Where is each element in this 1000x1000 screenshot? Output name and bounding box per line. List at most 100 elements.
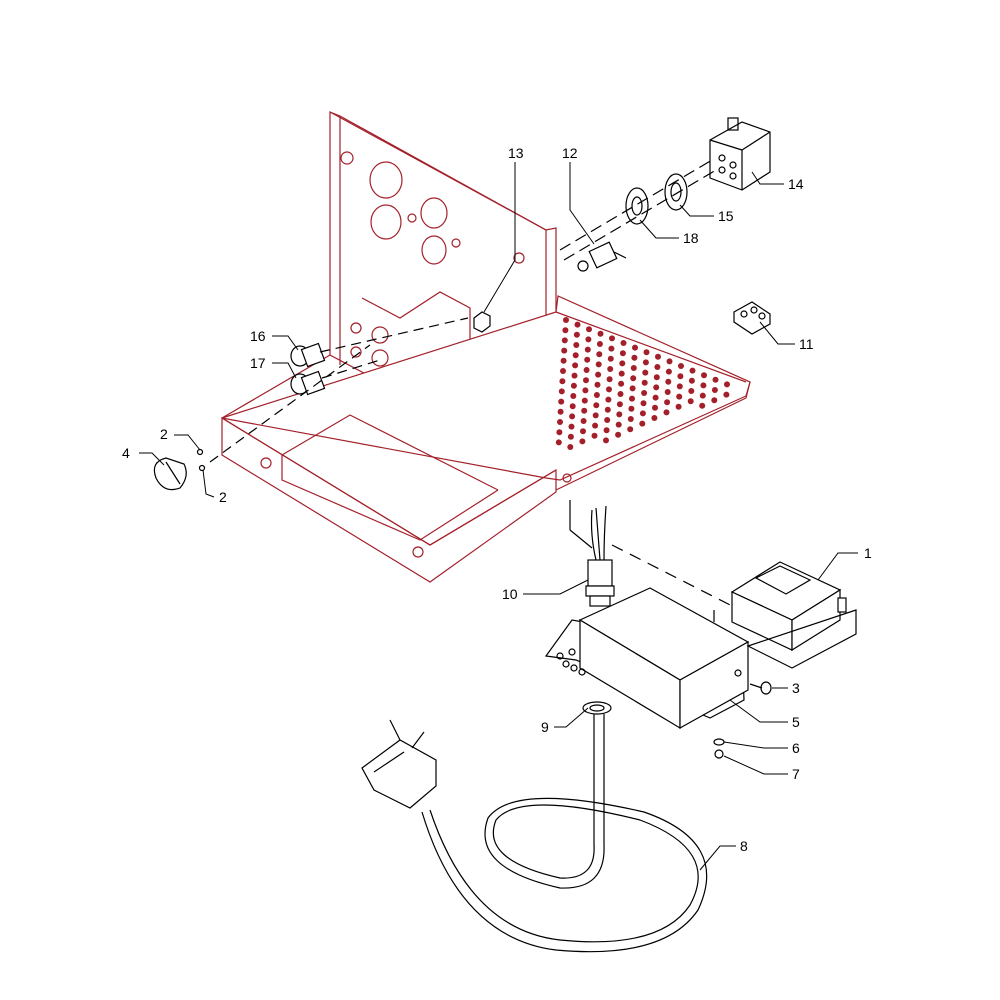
callout-1: 1	[864, 545, 872, 561]
callout-4: 4	[122, 445, 130, 461]
perforation-hole	[640, 400, 647, 407]
perforation-hole	[595, 361, 602, 368]
callout-2b: 2	[219, 489, 227, 505]
perforation-hole	[562, 327, 569, 334]
perforation-hole	[629, 385, 636, 392]
perforation-hole	[558, 398, 565, 405]
perforation-hole	[573, 331, 580, 338]
perforation-hole	[607, 355, 614, 362]
perforation-hole	[711, 387, 718, 393]
perforation-hole	[580, 418, 587, 424]
perforation-hole	[699, 392, 706, 399]
perforation-hole	[654, 364, 661, 370]
perforation-hole	[583, 377, 589, 384]
perforation-hole	[639, 410, 646, 417]
callout-13: 13	[508, 145, 524, 161]
perforation-hole	[556, 429, 563, 436]
callout-8: 8	[740, 838, 748, 854]
perforation-hole	[652, 394, 659, 401]
perforation-hole	[619, 350, 626, 357]
perforation-hole	[571, 372, 578, 379]
washer-plate	[664, 173, 688, 211]
perforation-hole	[664, 399, 671, 406]
perforation-hole	[605, 396, 612, 403]
perforation-hole	[592, 412, 599, 419]
perforation-hole	[620, 340, 627, 346]
perforation-hole	[557, 408, 564, 415]
perforation-hole	[592, 422, 599, 429]
perforation-hole	[581, 407, 588, 414]
terminal-strip	[733, 301, 771, 335]
perforation-hole	[583, 367, 590, 373]
callout-3: 3	[792, 680, 800, 696]
perforation-hole	[641, 379, 648, 386]
perforation-hole	[585, 336, 592, 343]
power-cord	[361, 714, 708, 953]
indicator-lamp-top	[290, 342, 326, 368]
perforation-hole	[627, 426, 634, 433]
perforation-hole	[596, 351, 603, 358]
spacer-plate	[625, 187, 649, 225]
perforation-hole	[584, 346, 591, 353]
perforation-hole	[595, 371, 602, 378]
callout-11: 11	[799, 336, 814, 352]
perforation-hole	[568, 423, 575, 430]
nut	[714, 749, 724, 759]
callout-16: 16	[250, 328, 266, 344]
perforation-hole	[591, 432, 598, 439]
perforation-hole	[609, 335, 615, 342]
perforation-hole	[572, 352, 579, 359]
perforation-hole	[687, 398, 694, 405]
perforation-hole	[616, 411, 623, 418]
perforation-hole	[676, 383, 683, 390]
perforation-hole	[617, 391, 624, 397]
perforation-hole	[665, 368, 672, 375]
fixing-screw	[749, 681, 772, 695]
perforation-hole	[557, 419, 563, 425]
perforation-hole	[606, 376, 613, 383]
cable-gland	[585, 559, 615, 607]
perforation-hole	[559, 378, 566, 385]
perforation-hole	[655, 353, 661, 360]
perforated-floor	[555, 317, 730, 450]
perforation-hole	[604, 417, 611, 423]
grub-screw-lower	[198, 464, 206, 472]
perforation-hole	[689, 367, 696, 374]
perforation-hole	[579, 438, 586, 445]
perforation-hole	[586, 326, 592, 333]
perforation-hole	[677, 373, 684, 380]
perforation-hole	[643, 349, 650, 356]
perforation-hole	[561, 337, 568, 344]
perforation-hole	[606, 386, 612, 393]
perforation-hole	[651, 415, 658, 421]
callout-15: 15	[718, 208, 734, 224]
callout-17: 17	[250, 355, 266, 371]
perforation-hole	[561, 347, 568, 354]
grommet	[582, 701, 612, 715]
callout-2a: 2	[160, 426, 168, 442]
perforation-hole	[663, 409, 670, 416]
perforation-hole	[701, 372, 707, 379]
perforation-hole	[558, 388, 565, 395]
perforation-hole	[675, 403, 682, 410]
switch-component	[577, 241, 627, 272]
panel-nut	[473, 311, 491, 333]
perforation-hole	[581, 397, 588, 404]
callout-18: 18	[683, 230, 699, 246]
perforation-hole	[619, 360, 626, 367]
perforation-hole	[653, 374, 660, 381]
perforation-hole	[560, 368, 566, 374]
perforation-hole	[570, 382, 577, 389]
callout-12: 12	[562, 145, 578, 161]
perforation-hole	[630, 375, 637, 382]
perforation-hole	[604, 406, 611, 413]
perforation-hole	[700, 382, 707, 389]
perforation-hole	[596, 341, 603, 347]
perforation-hole	[572, 362, 579, 369]
perforation-hole	[641, 390, 648, 396]
perforation-hole	[569, 403, 576, 410]
perforation-hole	[688, 377, 695, 384]
perforation-hole	[642, 369, 649, 376]
perforation-hole	[676, 393, 683, 400]
